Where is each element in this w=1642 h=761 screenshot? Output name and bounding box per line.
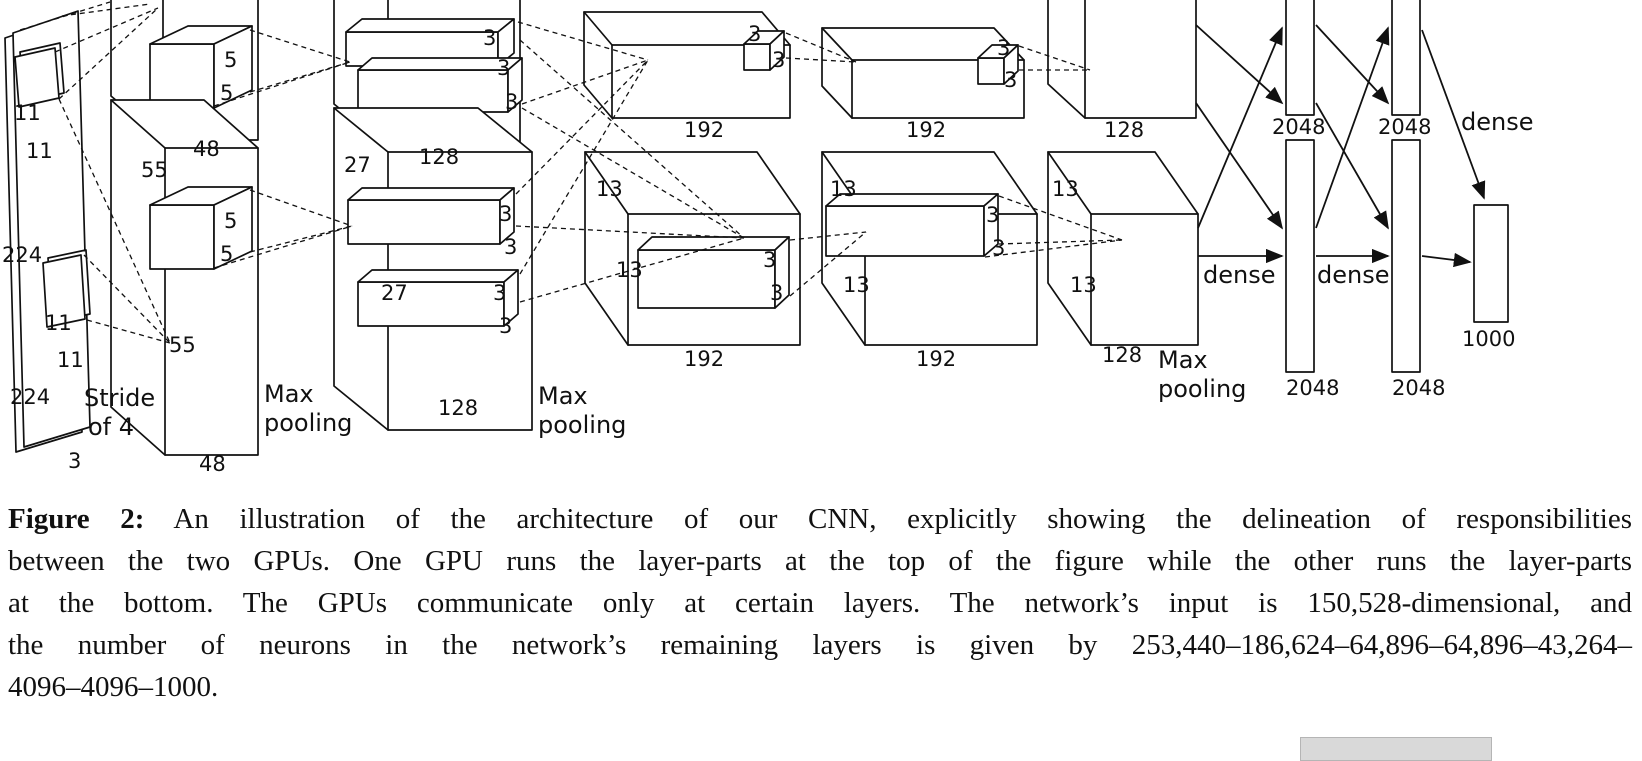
conv4-bottom-size-label-2: 13 (843, 273, 870, 297)
caption-text-1: An illustration of the architecture of o… (173, 503, 1632, 535)
figure-caption: Figure 2: An illustration of the archite… (8, 498, 1632, 708)
conv3-top-kernel-label-1: 3 (748, 22, 761, 46)
patch-top-h-label: 11 (14, 101, 41, 125)
conv4-top-kernel-label-1: 3 (997, 36, 1010, 60)
conv3-top-box (583, 11, 791, 119)
fc7-bottom-slab (1391, 139, 1421, 373)
conv2-top-size-label: 27 (344, 153, 371, 177)
conv2-bottom-box-1 (347, 199, 501, 245)
conv1-bottom-size-label: 55 (169, 333, 196, 357)
conv4-top-kernel-cube (977, 57, 1005, 85)
conv3-bottom-box (584, 151, 801, 346)
conv5-top-maps-label: 128 (1104, 118, 1144, 142)
caption-line-1: Figure 2: An illustration of the archite… (8, 498, 1632, 540)
stride-label-line2: of 4 (88, 413, 134, 441)
conv3-top-kernel-cube (743, 43, 771, 71)
conv1-top-slab (110, 0, 259, 141)
diagram-labels: 224 224 3 11 11 11 11 Stride of 4 5 5 48… (2, 22, 1533, 476)
conv1-top-kernel-label-2: 5 (220, 81, 233, 105)
conv2-bottom-kernel-label-2: 3 (504, 235, 517, 259)
conv3-bottom-size-label-2: 13 (616, 258, 643, 282)
conv2-top-depth-label: 128 (419, 145, 459, 169)
fc6-top-units-label: 2048 (1272, 115, 1325, 139)
conv1-top-depth-label: 48 (193, 137, 220, 161)
output-layer-box (1473, 204, 1509, 323)
output-units-label: 1000 (1462, 327, 1515, 351)
maxpool2-label-line2: pooling (538, 411, 626, 439)
conv3-bottom-size-label-1: 13 (596, 177, 623, 201)
conv1-bottom-kernel-label-2: 5 (220, 242, 233, 266)
conv2-bottom-box-2 (357, 281, 505, 327)
conv4-bottom-kernel-label-1: 3 (986, 203, 999, 227)
dense-label-1: dense (1203, 261, 1275, 289)
caption-figure-number: Figure 2: (8, 503, 145, 535)
dense-label-2: dense (1317, 261, 1389, 289)
fc6-bottom-units-label: 2048 (1286, 376, 1339, 400)
conv2-bottom-kernel-label-1: 3 (499, 202, 512, 226)
conv2-bottom-depth-label: 128 (438, 396, 478, 420)
conv2-top-box-2 (357, 69, 509, 113)
conv4-bottom-kernel-box (825, 205, 985, 257)
caption-line-3: at the bottom. The GPUs communicate only… (8, 587, 1632, 619)
conv1-bottom-slab (110, 99, 259, 456)
conv3-top-maps-label: 192 (684, 118, 724, 142)
projection-dashed-lines (19, 1, 1123, 344)
fc7-top-units-label: 2048 (1378, 115, 1431, 139)
conv2-top-kernel-label-2: 3 (497, 56, 510, 80)
conv3-bottom-kernel-label-1: 3 (763, 248, 776, 272)
conv1-bottom-kernel-cube (149, 204, 215, 270)
conv4-bottom-box (821, 151, 1038, 346)
stride-label-line1: Stride (84, 384, 155, 412)
caption-line-5: 4096–4096–1000. (8, 671, 219, 703)
conv5-bottom-maps-label: 128 (1102, 343, 1142, 367)
conv4-top-kernel-label-2: 3 (1004, 68, 1017, 92)
maxpool3-label-line1: Max (1158, 346, 1208, 374)
patch-bottom-h-label: 11 (45, 311, 72, 335)
conv2-bottom-size-label: 27 (381, 281, 408, 305)
caption-line-4: the number of neurons in the network’s r… (8, 629, 1632, 661)
conv4-top-box (821, 27, 1025, 119)
conv2-bottom-kernel-label-3: 3 (493, 281, 506, 305)
maxpool3-label-line2: pooling (1158, 375, 1246, 403)
input-width-label: 224 (10, 385, 50, 409)
patch-top-w-label: 11 (26, 139, 53, 163)
conv1-bottom-kernel-label-1: 5 (224, 209, 237, 233)
conv2-bottom-layer (333, 107, 533, 431)
input-height-label: 224 (2, 243, 42, 267)
conv1-top-kernel-cube (149, 43, 215, 109)
conv5-bottom-size-label-2: 13 (1070, 273, 1097, 297)
fc7-top-slab (1391, 0, 1421, 116)
cnn-architecture-diagram: 224 224 3 11 11 11 11 Stride of 4 5 5 48… (2, 0, 1533, 476)
artifact-box (1300, 737, 1492, 761)
conv4-bottom-size-label-1: 13 (830, 177, 857, 201)
patch-bottom-w-label: 11 (57, 348, 84, 372)
conv3-bottom-kernel-label-2: 3 (770, 281, 783, 305)
input-image-layer (4, 10, 91, 453)
conv2-top-kernel-label-1: 3 (483, 26, 496, 50)
conv5-bottom-size-label-1: 13 (1052, 177, 1079, 201)
maxpool1-label-line1: Max (264, 380, 314, 408)
conv5-top-slab (1047, 0, 1197, 119)
conv1-top-size-label: 55 (141, 158, 168, 182)
conv2-top-kernel-label-3: 3 (505, 90, 518, 114)
caption-line-2: between the two GPUs. One GPU runs the l… (8, 545, 1632, 577)
conv4-top-maps-label: 192 (906, 118, 946, 142)
maxpool1-label-line2: pooling (264, 409, 352, 437)
conv5-bottom-box (1047, 151, 1199, 346)
conv3-bottom-maps-label: 192 (684, 347, 724, 371)
dense-connection-arrows (1195, 24, 1486, 268)
conv1-bottom-depth-label: 48 (199, 452, 226, 476)
fc6-top-slab (1285, 0, 1315, 116)
fc6-bottom-slab (1285, 139, 1315, 373)
conv1-top-kernel-label-1: 5 (224, 48, 237, 72)
input-depth-label: 3 (68, 449, 81, 473)
conv3-top-kernel-label-2: 3 (772, 48, 785, 72)
maxpool2-label-line1: Max (538, 382, 588, 410)
fc7-bottom-units-label: 2048 (1392, 376, 1445, 400)
conv2-bottom-kernel-label-4: 3 (499, 314, 512, 338)
dense-label-3: dense (1461, 108, 1533, 136)
conv4-bottom-maps-label: 192 (916, 347, 956, 371)
conv4-bottom-kernel-label-2: 3 (992, 236, 1005, 260)
conv3-bottom-kernel-box (637, 249, 776, 309)
